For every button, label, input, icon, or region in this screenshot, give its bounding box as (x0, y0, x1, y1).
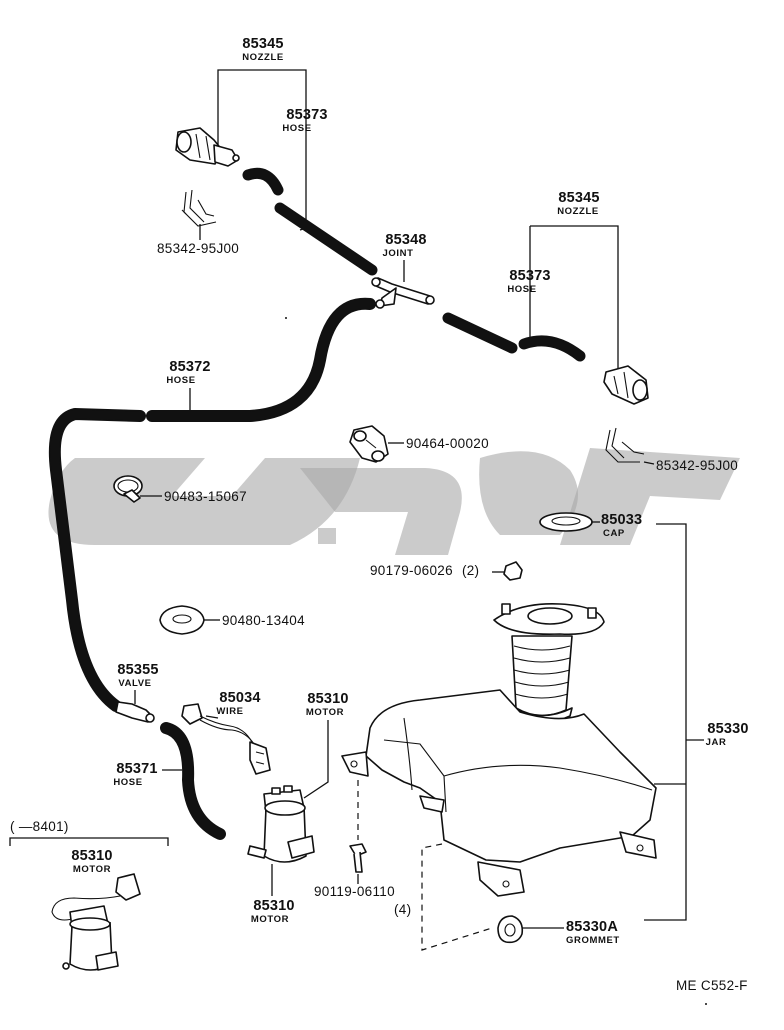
svg-text:85034: 85034 (219, 690, 260, 706)
grommet-mid-part (159, 605, 205, 635)
clip-right-label: 85342-95J00 (656, 458, 738, 473)
clip-left-label: 85342-95J00 (157, 241, 239, 256)
band-part (113, 475, 143, 503)
clamp-part (349, 425, 389, 463)
svg-text:GROMMET: GROMMET (566, 935, 620, 946)
motor-old-label: 85310 MOTOR (71, 848, 112, 875)
clip-right-part (605, 427, 645, 463)
svg-text:85310: 85310 (71, 848, 112, 864)
motor-bottom-label: 85310 MOTOR (251, 898, 295, 925)
svg-text:JOINT: JOINT (383, 248, 414, 259)
motor-part (247, 785, 315, 863)
dot-mark (285, 317, 287, 319)
svg-text:NOZZLE: NOZZLE (557, 206, 599, 217)
jar-bracket (644, 523, 687, 921)
svg-text:85330: 85330 (707, 721, 748, 737)
svg-text:HOSE: HOSE (507, 284, 536, 295)
nut-part (503, 561, 523, 581)
hose-main-label: 85372 HOSE (166, 359, 210, 386)
wire-label: 85034 WIRE (216, 690, 260, 717)
inset-range: ( —8401) (10, 819, 69, 834)
jar-label: 85330 JAR (706, 721, 749, 748)
nut-label: 90179-06026 (2) (370, 563, 479, 578)
clip-left-part (181, 189, 217, 227)
svg-text:NOZZLE: NOZZLE (242, 52, 284, 63)
svg-text:85310: 85310 (307, 691, 348, 707)
band-label: 90483-15067 (164, 489, 247, 504)
grommet-dashed-leader (421, 843, 493, 951)
svg-text:MOTOR: MOTOR (251, 914, 289, 925)
svg-text:MOTOR: MOTOR (73, 864, 111, 875)
nut-number: 90179-06026 (370, 563, 453, 578)
svg-text:JAR: JAR (706, 737, 727, 748)
svg-text:85373: 85373 (286, 107, 327, 123)
svg-text:HOSE: HOSE (113, 777, 142, 788)
valve-label: 85355 VALVE (117, 662, 158, 689)
svg-text:WIRE: WIRE (216, 706, 243, 717)
inset-bracket (9, 837, 169, 846)
valve-part (115, 701, 155, 723)
clamp-label: 90464-00020 (406, 436, 489, 451)
joint-part (371, 277, 435, 309)
nut-qty: (2) (462, 563, 479, 578)
svg-text:85345: 85345 (558, 190, 599, 206)
svg-text:85345: 85345 (242, 36, 283, 52)
nozzle-right-label: 85345 NOZZLE (557, 190, 599, 217)
nozzle-right-bracket (529, 225, 619, 370)
svg-text:85348: 85348 (385, 232, 426, 248)
nozzle-left-label: 85345 NOZZLE (242, 36, 284, 63)
watermark-logo (48, 448, 740, 555)
bolt-label: 90119-06110 (314, 884, 395, 899)
hose-right-label: 85373 HOSE (507, 268, 550, 295)
cap-label: 85033 CAP (601, 512, 642, 539)
svg-text:CAP: CAP (603, 528, 625, 539)
cap-part (539, 512, 593, 532)
diagram-code: ME C552-F (676, 978, 748, 993)
nozzle-left-part (175, 127, 240, 167)
svg-text:HOSE: HOSE (282, 123, 311, 134)
dot-mark (705, 1003, 707, 1005)
hose-lower-part (160, 722, 226, 840)
motor-top-label: 85310 MOTOR (306, 691, 349, 718)
nozzle-right-part (603, 365, 649, 405)
hose-lower-label: 85371 HOSE (113, 761, 157, 788)
bolt-qty: (4) (394, 902, 411, 917)
jar-part (341, 603, 657, 897)
grommet-mid-label: 90480-13404 (222, 613, 305, 628)
grommet-jar-label: 85330A GROMMET (566, 919, 620, 946)
grommet-jar-part (497, 915, 524, 944)
wire-part (181, 703, 271, 775)
svg-text:VALVE: VALVE (118, 678, 151, 689)
svg-text:85372: 85372 (169, 359, 210, 375)
svg-text:85371: 85371 (116, 761, 157, 777)
svg-text:MOTOR: MOTOR (306, 707, 344, 718)
svg-text:HOSE: HOSE (166, 375, 195, 386)
motor-old-part (51, 873, 141, 971)
svg-text:85033: 85033 (601, 512, 642, 528)
svg-text:85330A: 85330A (566, 919, 618, 935)
hose-left-label: 85373 HOSE (282, 107, 327, 134)
svg-text:85310: 85310 (253, 898, 294, 914)
bolt-part (349, 843, 367, 873)
svg-text:85373: 85373 (509, 268, 550, 284)
joint-label: 85348 JOINT (383, 232, 427, 259)
svg-text:85355: 85355 (117, 662, 158, 678)
